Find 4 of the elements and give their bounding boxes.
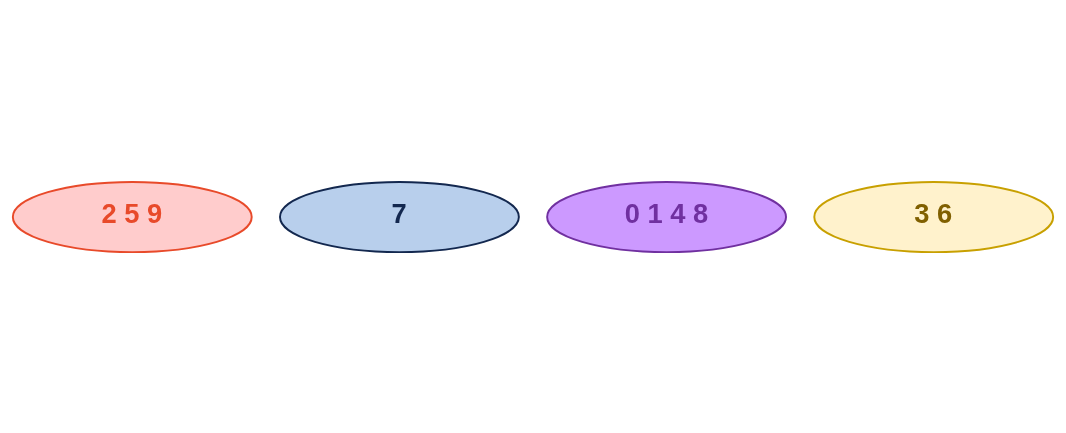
node-ellipse: 3 6 (813, 180, 1055, 253)
node-ellipse: 7 (279, 180, 520, 253)
node-ellipse: 0 1 4 8 (546, 180, 787, 253)
node-ellipse: 2 5 9 (11, 180, 253, 253)
